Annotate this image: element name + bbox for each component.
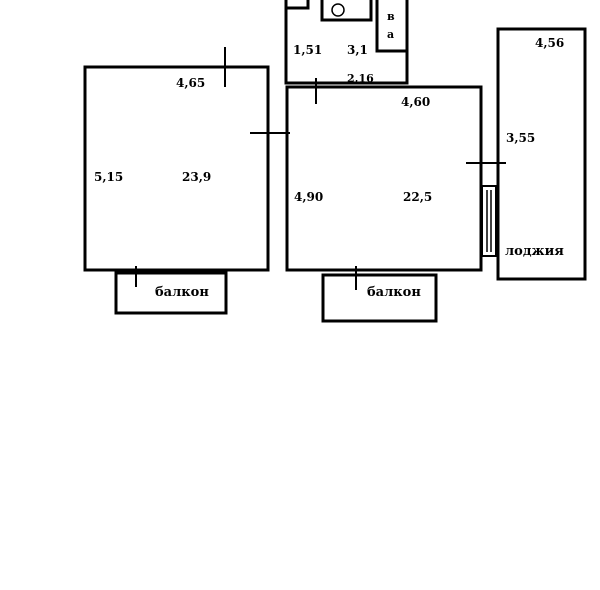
loggia-door	[481, 185, 497, 257]
center-balcony	[321, 273, 438, 323]
bathroom-dim-c: 2,16	[347, 72, 374, 85]
loggia-label: лоджия	[505, 244, 564, 259]
left-balcony-label: балкон	[155, 285, 209, 300]
loggia	[496, 27, 587, 281]
left-room-length-label: 5,15	[94, 170, 123, 184]
loggia-length-label: 4,56	[535, 36, 564, 50]
left-balcony	[114, 271, 228, 315]
left-room-width-label: 4,65	[176, 76, 205, 90]
center-room	[285, 85, 483, 272]
bathroom-small-box	[284, 0, 310, 10]
left-room	[83, 65, 270, 272]
center-room-width-label: 4,60	[401, 95, 430, 109]
vent-letter-top: в	[387, 10, 395, 23]
bathroom-dim-b: 3,1	[347, 43, 368, 57]
bathtub-drain	[331, 3, 345, 17]
bathtub	[320, 0, 373, 22]
bathroom-dim-a: 1,51	[293, 43, 322, 57]
vent-letter-bottom: а	[387, 28, 394, 41]
center-room-area-label: 22,5	[403, 190, 432, 204]
center-balcony-label: балкон	[367, 285, 421, 300]
center-room-length-label: 4,90	[294, 190, 323, 204]
left-room-area-label: 23,9	[182, 170, 211, 184]
vent-shaft	[375, 0, 409, 53]
loggia-width-label: 3,55	[506, 131, 535, 145]
